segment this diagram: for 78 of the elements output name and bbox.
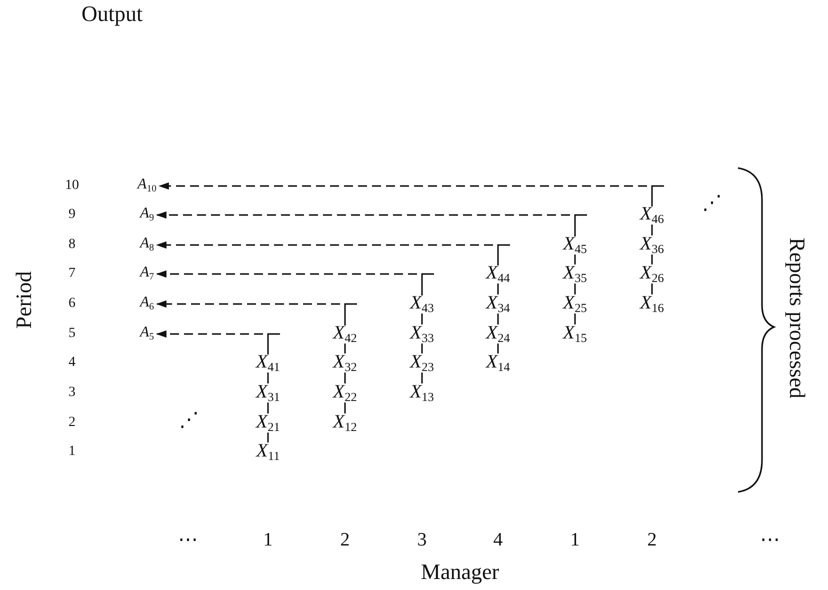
ellipsis-mark: ⋯ [760,530,780,550]
connector-line [421,344,423,354]
output-symbol: A$_{5}$ [140,326,154,342]
manager-number: 3 [417,530,427,550]
dashed-arrow [156,211,588,236]
report-symbol: X$_{26}$ [640,263,664,285]
report-symbol: X$_{36}$ [640,234,664,256]
report-symbol: X$_{31}$ [256,382,280,404]
output-symbol: A$_{8}$ [140,236,154,254]
manager-number: 1 [570,530,580,550]
report-symbol: X$_{15}$ [563,323,587,345]
manager-number: 1 [263,530,273,550]
report-symbol: X$_{12}$ [333,412,357,434]
manager-number: 4 [493,530,503,550]
ellipsis-mark: ⋯ [178,530,198,550]
connector-line [574,314,576,324]
brace-label: Reports processed [786,238,808,398]
dashed-arrow [158,182,665,206]
report-symbol: X$_{41}$ [256,352,280,374]
axis-title: Period [13,271,35,329]
report-symbol: X$_{25}$ [563,293,587,315]
period-number: 6 [68,297,76,311]
ellipsis-mark: ⋰ [702,193,722,213]
report-symbol: X$_{14}$ [486,352,510,374]
report-symbol: X$_{46}$ [640,204,664,226]
report-symbol: X$_{32}$ [333,352,357,374]
report-symbol: X$_{42}$ [333,323,357,345]
output-symbol: A$_{9}$ [140,206,154,224]
report-symbol: X$_{23}$ [410,352,434,374]
connector-line [421,314,423,324]
report-symbol: X$_{22}$ [333,382,357,404]
period-number: 2 [68,416,76,430]
dashed-arrow [156,241,511,266]
report-symbol: X$_{16}$ [640,293,664,315]
connector-line [497,314,499,324]
report-symbol: X$_{43}$ [410,293,434,315]
report-symbol: X$_{11}$ [256,441,280,463]
report-symbol: X$_{13}$ [410,382,434,404]
period-number: 7 [68,267,76,281]
period-number: 1 [68,445,76,459]
period-number: 5 [68,327,76,341]
output-symbol: A$_{6}$ [140,296,154,312]
connector-line [651,254,653,264]
dashed-arrow [156,300,358,326]
connector-line [574,254,576,264]
report-symbol: X$_{34}$ [486,293,510,315]
connector-line [651,224,653,236]
period-number: 3 [68,386,76,400]
manager-number: 2 [647,530,657,550]
report-symbol: X$_{21}$ [256,412,280,434]
report-symbol: X$_{44}$ [486,263,510,285]
dashed-arrow [156,270,435,296]
dashed-arrow [156,330,281,354]
connector-line [344,402,346,414]
report-symbol: X$_{33}$ [410,323,434,345]
report-symbol: X$_{35}$ [563,263,587,285]
connector-line [267,402,269,414]
connector-line [344,372,346,384]
period-number: 4 [68,356,76,370]
period-number: 8 [68,238,76,252]
connector-line [267,372,269,384]
axis-title: Output [81,3,143,25]
ellipsis-mark: ⋰ [179,410,199,430]
report-symbol: X$_{45}$ [563,234,587,256]
period-number: 9 [68,208,76,222]
output-symbol: A$_{10}$ [138,178,156,194]
axis-title: Manager [420,561,500,583]
connector-line [344,344,346,354]
output-symbol: A$_{7}$ [140,266,154,282]
period-number: 10 [65,179,79,193]
connector-line [651,284,653,294]
connector-line [574,284,576,294]
connector-line [497,284,499,294]
manager-number: 2 [340,530,350,550]
connector-line [421,372,423,384]
report-symbol: X$_{24}$ [486,323,510,345]
connector-line [267,432,269,442]
connector-line [497,344,499,354]
